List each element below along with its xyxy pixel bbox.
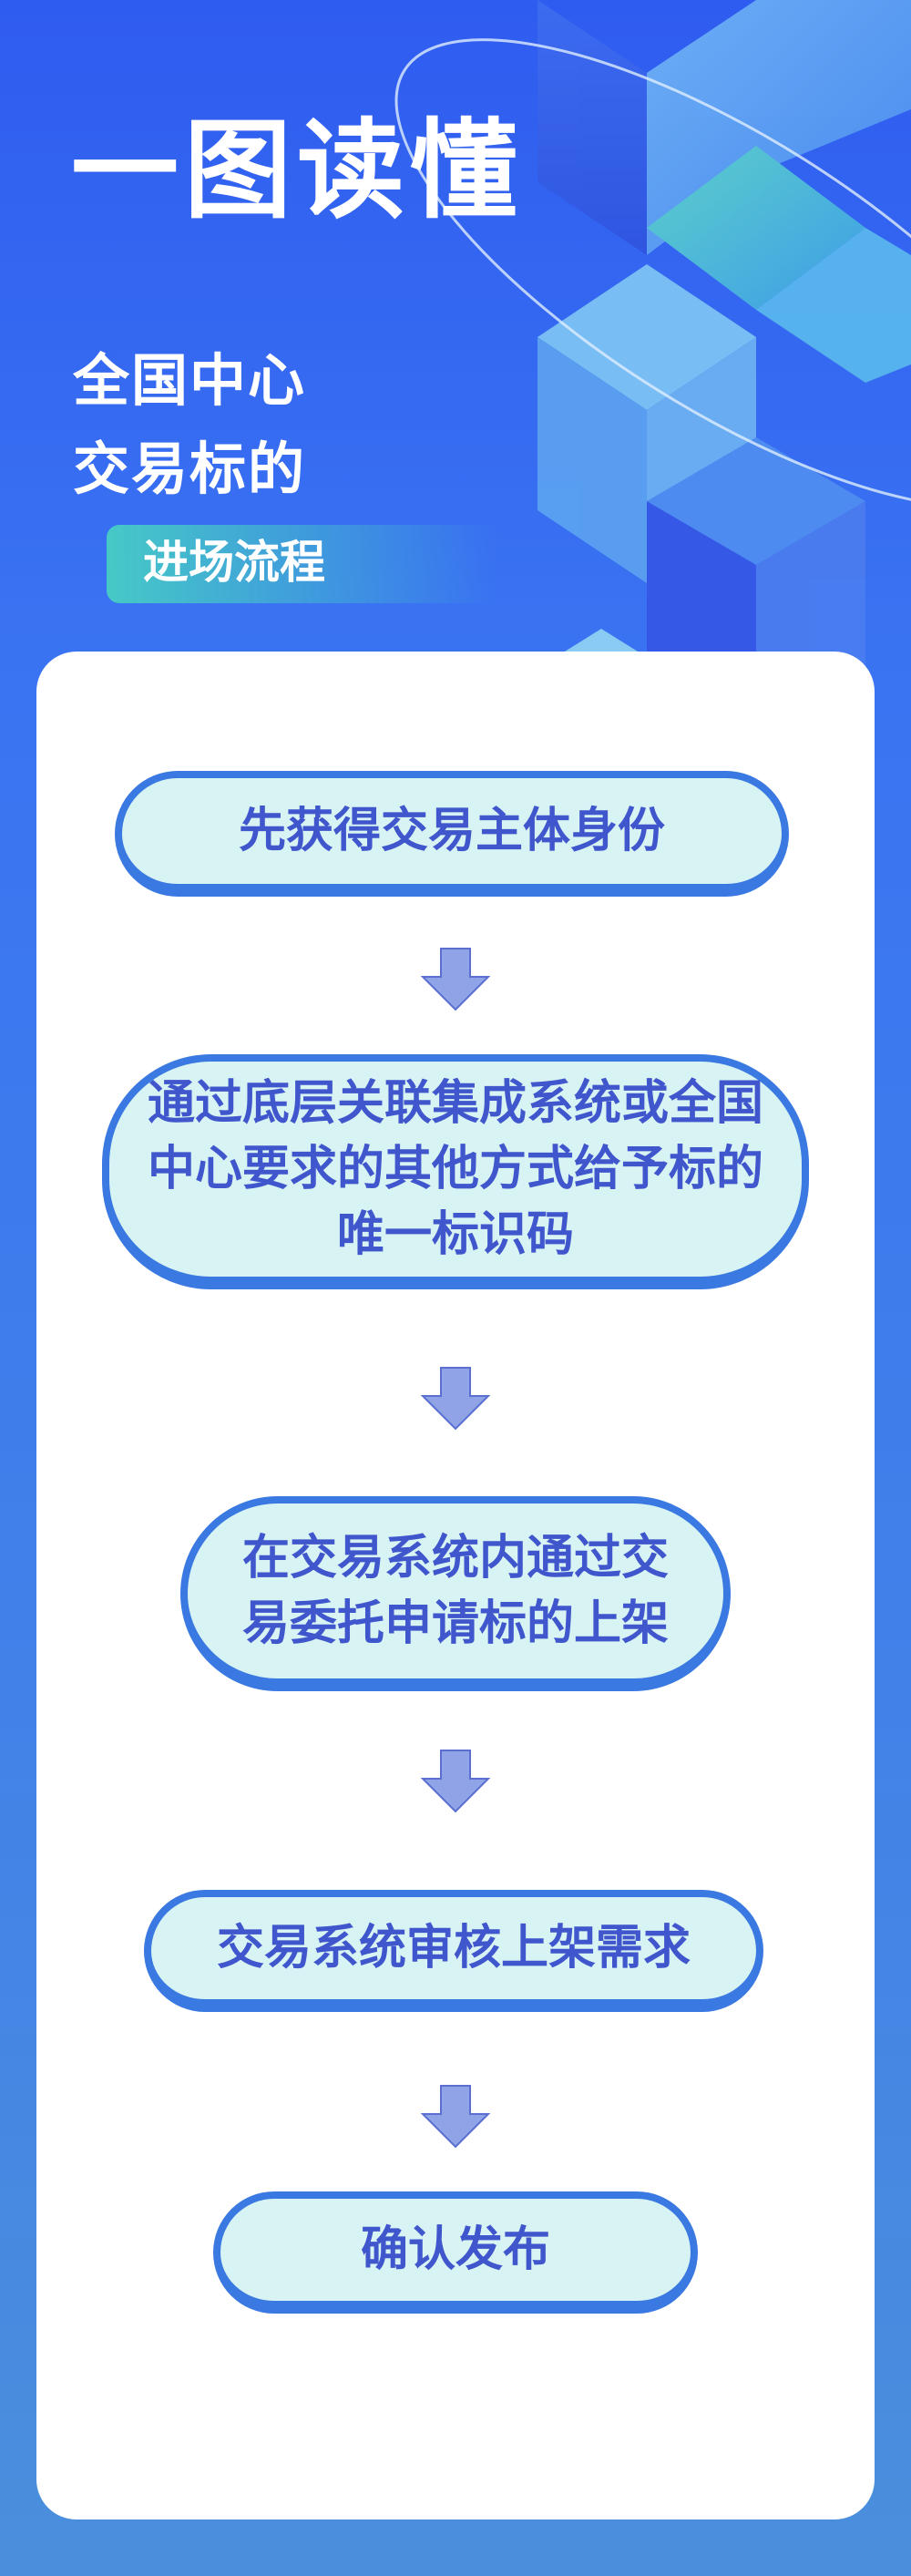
subtitle-line-2: 交易标的 — [73, 436, 307, 502]
process-tag-label: 进场流程 — [143, 536, 325, 589]
arrow-down-icon — [421, 1750, 490, 1813]
step-2: 通过底层关联集成系统或全国中心要求的其他方式给予标的唯一标识码 — [102, 1054, 809, 1289]
page-title: 一图读懂 — [71, 108, 524, 233]
subtitle-line-1: 全国中心 — [73, 347, 307, 414]
step-1: 先获得交易主体身份 — [115, 771, 789, 897]
step-5: 确认发布 — [213, 2191, 698, 2314]
step-4: 交易系统审核上架需求 — [144, 1890, 763, 2012]
arrow-down-icon — [421, 1367, 490, 1431]
arrow-down-icon — [421, 2085, 490, 2149]
process-tag: 进场流程 — [107, 525, 498, 603]
cube-decoration — [394, 0, 911, 693]
arrow-down-icon — [421, 948, 490, 1011]
step-3: 在交易系统内通过交易委托申请标的上架 — [180, 1496, 731, 1691]
